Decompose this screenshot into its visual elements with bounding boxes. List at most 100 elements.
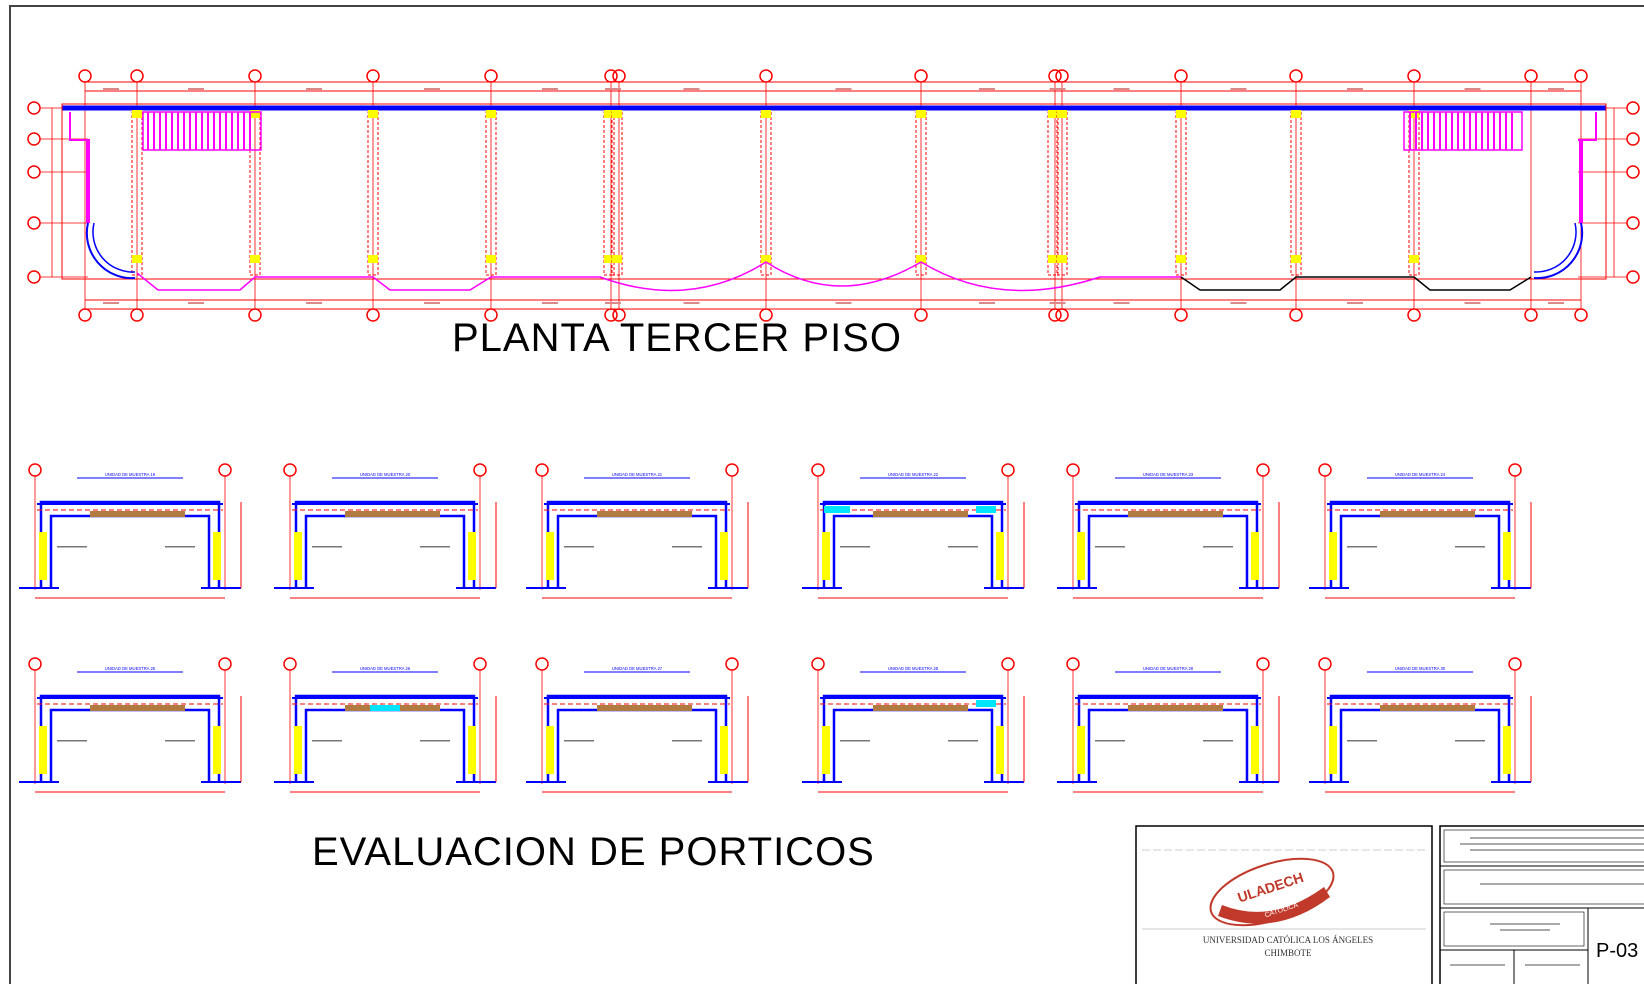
grid-bubble: [612, 69, 626, 83]
frame-label: UNIDAD DE MUESTRA 22: [888, 472, 939, 477]
column-right: [1251, 532, 1259, 580]
column: [486, 110, 496, 118]
frame-elevation: UNIDAD DE MUESTRA 25: [19, 657, 242, 793]
frame-inner: [304, 514, 466, 588]
grid-bubble: [28, 657, 42, 671]
column: [1291, 255, 1301, 263]
frame-label: UNIDAD DE MUESTRA 19: [105, 472, 156, 477]
grid-bubble: [1256, 463, 1270, 477]
grid-bubble: [1001, 657, 1015, 671]
grid-bubble: [1055, 308, 1069, 322]
grid-bubble: [1508, 657, 1522, 671]
frame-inner: [49, 708, 211, 782]
frame-inner: [556, 708, 718, 782]
grid-bubble: [1524, 69, 1538, 83]
grid-bubble: [218, 463, 232, 477]
grid-bubble: [130, 308, 144, 322]
grid-bubble: [473, 463, 487, 477]
frame-inner: [1339, 708, 1501, 782]
grid-bubble: [1407, 69, 1421, 83]
slab-segment: [345, 511, 440, 517]
slab-segment: [873, 511, 968, 517]
grid-bubble: [725, 463, 739, 477]
dim-text: [188, 302, 204, 304]
column-right: [996, 532, 1004, 580]
grid-bubble: [811, 657, 825, 671]
dim-text: [1464, 88, 1481, 90]
frame-label: UNIDAD DE MUESTRA 20: [360, 472, 411, 477]
frame-elevation: UNIDAD DE MUESTRA 27: [526, 657, 749, 793]
frame-elevation: UNIDAD DE MUESTRA 21: [526, 463, 749, 599]
facade-wall: [136, 261, 1181, 292]
grid-bubble: [1048, 69, 1062, 83]
grid-bubble: [248, 308, 262, 322]
annotation: [1203, 546, 1233, 548]
column: [1048, 255, 1058, 263]
column: [132, 255, 142, 263]
column-left: [822, 726, 830, 774]
sheet-border: [9, 5, 1644, 984]
dim-text: [683, 88, 700, 90]
column: [132, 110, 142, 118]
frame-label: UNIDAD DE MUESTRA 24: [1395, 472, 1446, 477]
frame-inner: [832, 514, 994, 588]
facade-wall-dark: [1413, 276, 1532, 291]
grid-bubble: [1407, 308, 1421, 322]
annotation: [1203, 740, 1233, 742]
grid-bubble: [1626, 216, 1640, 230]
grid-bubble: [473, 657, 487, 671]
frame-inner: [304, 708, 466, 782]
column-left: [1077, 532, 1085, 580]
door-swing-left: [85, 222, 136, 280]
annotation: [948, 740, 978, 742]
dim-text: [979, 88, 995, 90]
column-right: [720, 726, 728, 774]
grid-bubble: [1626, 101, 1640, 115]
column: [1409, 110, 1419, 118]
column: [1048, 110, 1058, 118]
grid-bubble: [759, 69, 773, 83]
frame-elevation: UNIDAD DE MUESTRA 23: [1057, 463, 1280, 599]
grid-bubble: [1174, 308, 1188, 322]
plan-outline: [61, 103, 1607, 280]
title-block: ULADECH CATÓLICA: [1135, 825, 1644, 984]
annotation: [948, 546, 978, 548]
column: [250, 255, 260, 263]
annotation: [672, 740, 702, 742]
grid-bubble: [1508, 463, 1522, 477]
dim-text: [683, 302, 700, 304]
column-right: [468, 532, 476, 580]
door-swing-left: [92, 222, 136, 273]
column-right: [996, 726, 1004, 774]
dim-text: [1113, 88, 1130, 90]
column-left: [1329, 532, 1337, 580]
grid-bubble: [1626, 165, 1640, 179]
grid-bubble: [27, 101, 41, 115]
grid-bubble: [78, 69, 92, 83]
door-swing-right: [1533, 222, 1584, 280]
column-right: [213, 532, 221, 580]
grid-bubble: [28, 463, 42, 477]
annotation: [840, 546, 870, 548]
column: [1057, 110, 1067, 118]
uladech-logo: ULADECH CATÓLICA: [1209, 857, 1335, 927]
column: [1409, 255, 1419, 263]
column-left: [1077, 726, 1085, 774]
grid-bubble: [1055, 69, 1069, 83]
column: [604, 110, 614, 118]
grid-bubble: [27, 132, 41, 146]
damage-mark: [824, 506, 850, 513]
dim-text: [835, 302, 852, 304]
annotation: [1455, 546, 1485, 548]
frame-elevation: UNIDAD DE MUESTRA 29: [1057, 657, 1280, 793]
grid-bubble: [1066, 463, 1080, 477]
column: [1057, 255, 1067, 263]
frame-elevation: UNIDAD DE MUESTRA 30: [1309, 657, 1532, 793]
column-left: [294, 532, 302, 580]
dim-text: [542, 88, 558, 90]
dim-text: [424, 302, 440, 304]
column: [250, 110, 260, 118]
dim-text: [188, 88, 204, 90]
dim-text: [835, 88, 852, 90]
